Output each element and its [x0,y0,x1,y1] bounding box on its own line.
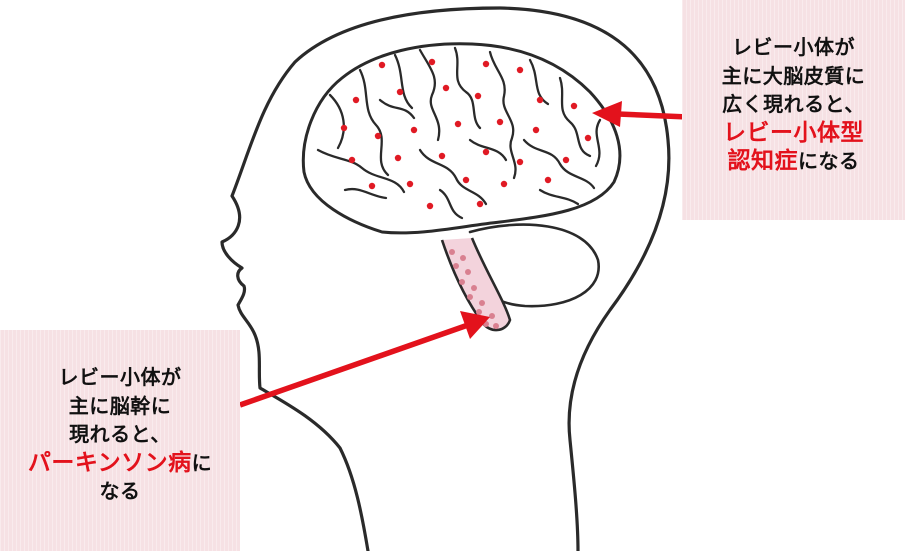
callout-brainstem-disease-name: パーキンソン病 [28,450,192,476]
red-arrow-icon [592,101,688,127]
brain-folds [318,48,600,218]
callout-cortex-line5: 認知症になる [682,147,905,176]
red-arrow-icon [240,311,490,405]
callout-cortex-line1: レビー小体が [682,33,905,62]
callout-brainstem-line2: 主に脳幹に [0,392,240,421]
cerebrum-outline [303,44,620,233]
callout-brainstem-line5: なる [0,477,240,506]
callout-brainstem-line4: パーキンソン病に [0,449,240,478]
callout-cortex-line5-rest: になる [798,149,860,173]
callout-brainstem-line1: レビー小体が [0,363,240,392]
callout-cortex: レビー小体が 主に大脳皮質に 広く現れると、 レビー小体型 認知症になる [682,0,905,220]
callout-brainstem-line3: 現れると、 [0,420,240,449]
lewy-body-dots-cortex [341,59,591,209]
callout-brainstem-line4-rest: に [192,451,213,475]
callout-brainstem: レビー小体が 主に脳幹に 現れると、 パーキンソン病に なる [0,330,240,551]
callout-cortex-disease-name: レビー小体型 [682,119,905,148]
callout-cortex-disease-name-2: 認知症 [728,148,799,174]
callout-cortex-line2: 主に大脳皮質に [682,62,905,91]
callout-cortex-line3: 広く現れると、 [682,90,905,119]
